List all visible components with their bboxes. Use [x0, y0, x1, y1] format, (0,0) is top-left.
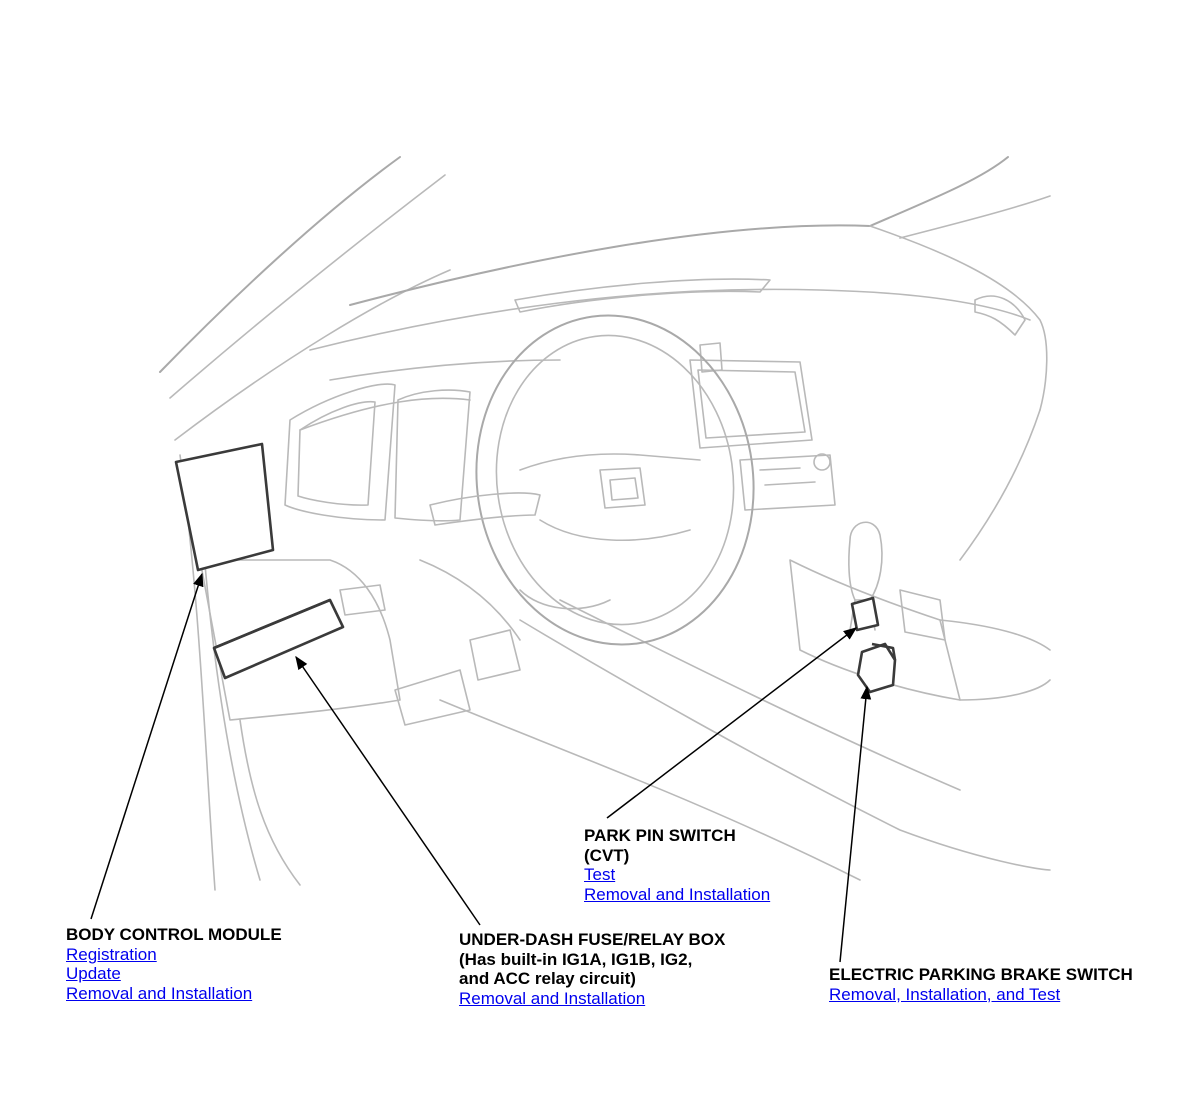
electric-parking-brake-switch-part [856, 642, 897, 694]
steering-wheel-outline [429, 314, 755, 646]
park-pin-switch-leader [606, 627, 858, 819]
center-stack-outline [439, 342, 1051, 881]
bcm-removal-installation-link[interactable]: Removal and Installation [66, 983, 253, 1003]
lower-dash-outline [199, 559, 521, 726]
parking-brake-switch-title: ELECTRIC PARKING BRAKE SWITCH [829, 965, 1133, 984]
bcm-update-link[interactable]: Update [66, 964, 121, 983]
park-pin-switch-callout: PARK PIN SWITCH (CVT) Test Removal and I… [584, 826, 770, 904]
fuse-relay-box-leader [295, 655, 481, 926]
park-pin-switch-test-link[interactable]: Test [584, 865, 616, 884]
park-pin-switch-removal-installation-link[interactable]: Removal and Installation [584, 884, 771, 904]
fuse-relay-box-title-1: UNDER-DASH FUSE/RELAY BOX [459, 930, 726, 949]
fuse-relay-box-removal-installation-link[interactable]: Removal and Installation [459, 988, 646, 1008]
body-control-module-leader [90, 572, 204, 920]
fuse-relay-box-title-2: (Has built-in IG1A, IG1B, IG2, [459, 949, 693, 969]
fuse-relay-box-title-3: and ACC relay circuit) [459, 969, 636, 988]
body-control-module-part [174, 442, 275, 572]
dashboard-outline [299, 224, 1048, 561]
park-pin-switch-title-1: PARK PIN SWITCH [584, 826, 736, 845]
park-pin-switch-part [850, 596, 880, 632]
park-pin-switch-title-2: (CVT) [584, 845, 630, 865]
parking-brake-switch-callout: ELECTRIC PARKING BRAKE SWITCH Removal, I… [829, 965, 1133, 1004]
under-dash-fuse-relay-box-part [212, 598, 345, 680]
fuse-relay-box-callout: UNDER-DASH FUSE/RELAY BOX (Has built-in … [459, 930, 725, 1008]
gauge-cluster-outline [284, 383, 471, 522]
body-control-module-callout: BODY CONTROL MODULE Registration Update … [66, 925, 282, 1003]
parking-brake-switch-leader [839, 685, 872, 963]
body-control-module-title: BODY CONTROL MODULE [66, 925, 282, 944]
windshield-outline [869, 156, 1051, 239]
bcm-registration-link[interactable]: Registration [66, 944, 157, 964]
parking-brake-switch-removal-installation-test-link[interactable]: Removal, Installation, and Test [829, 984, 1061, 1004]
